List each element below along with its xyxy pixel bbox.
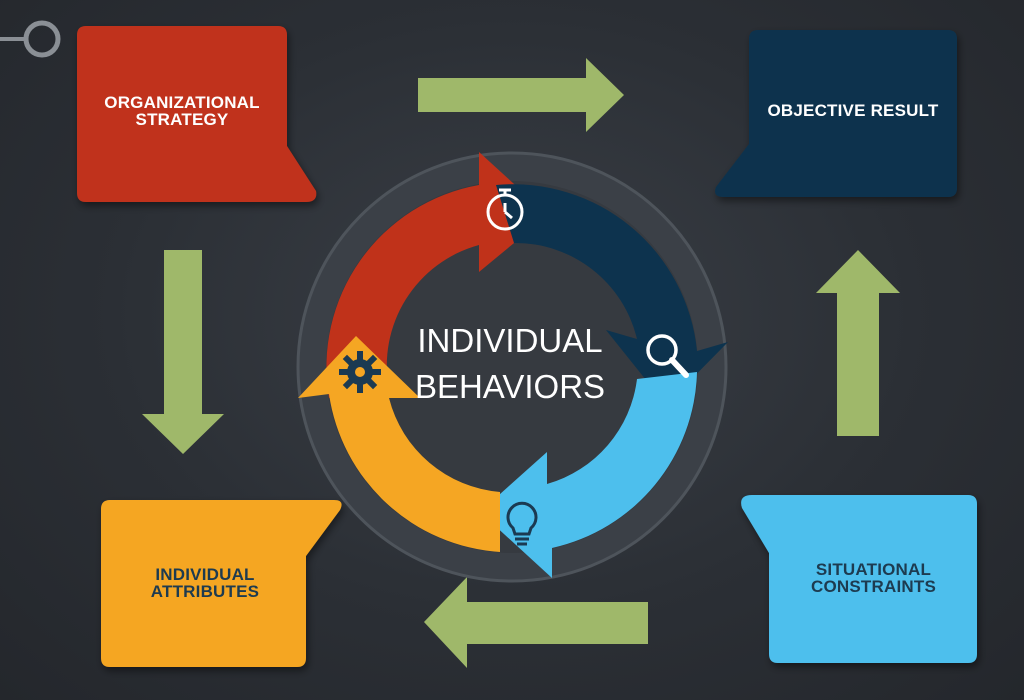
magnifier-icon [646, 334, 689, 378]
objective-result-label: OBJECTIVE RESULT [755, 98, 951, 122]
center-title-line2: BEHAVIORS [414, 368, 606, 405]
cycle-arrow-red [326, 152, 548, 398]
arrow-right-top [418, 58, 624, 132]
center-title-line1: INDIVIDUAL [417, 322, 603, 359]
situational-constraints-label: SITUATIONAL CONSTRAINTS [776, 557, 971, 599]
arrow-up-right [816, 250, 900, 436]
situational-constraints-line1: SITUATIONAL [815, 560, 932, 579]
individual-attributes-line2: ATTRIBUTES [150, 582, 260, 601]
situational-constraints-line2: CONSTRAINTS [811, 577, 936, 596]
objective-result-text: OBJECTIVE RESULT [767, 100, 939, 120]
organizational-strategy-line1: ORGANIZATIONAL [104, 93, 260, 112]
lightbulb-icon [506, 501, 538, 546]
center-title: INDIVIDUAL BEHAVIORS [380, 318, 640, 410]
organizational-strategy-label: ORGANIZATIONAL STRATEGY [86, 90, 278, 132]
objective-result-box [715, 30, 957, 197]
individual-attributes-line1: INDIVIDUAL [155, 565, 255, 584]
organizational-strategy-line2: STRATEGY [135, 110, 229, 129]
arrow-down-left [142, 250, 224, 454]
organizational-strategy-box [77, 26, 317, 202]
individual-attributes-label: INDIVIDUAL ATTRIBUTES [110, 562, 300, 604]
gear-icon [339, 351, 381, 393]
decorative-ring-icon [0, 20, 61, 58]
individual-attributes-box [101, 500, 342, 667]
arrow-left-bottom [424, 577, 648, 668]
cycle-arrow-orange [298, 336, 500, 552]
situational-constraints-box [741, 495, 977, 663]
cycle-arrow-navy [496, 184, 728, 405]
stopwatch-icon [486, 188, 524, 231]
